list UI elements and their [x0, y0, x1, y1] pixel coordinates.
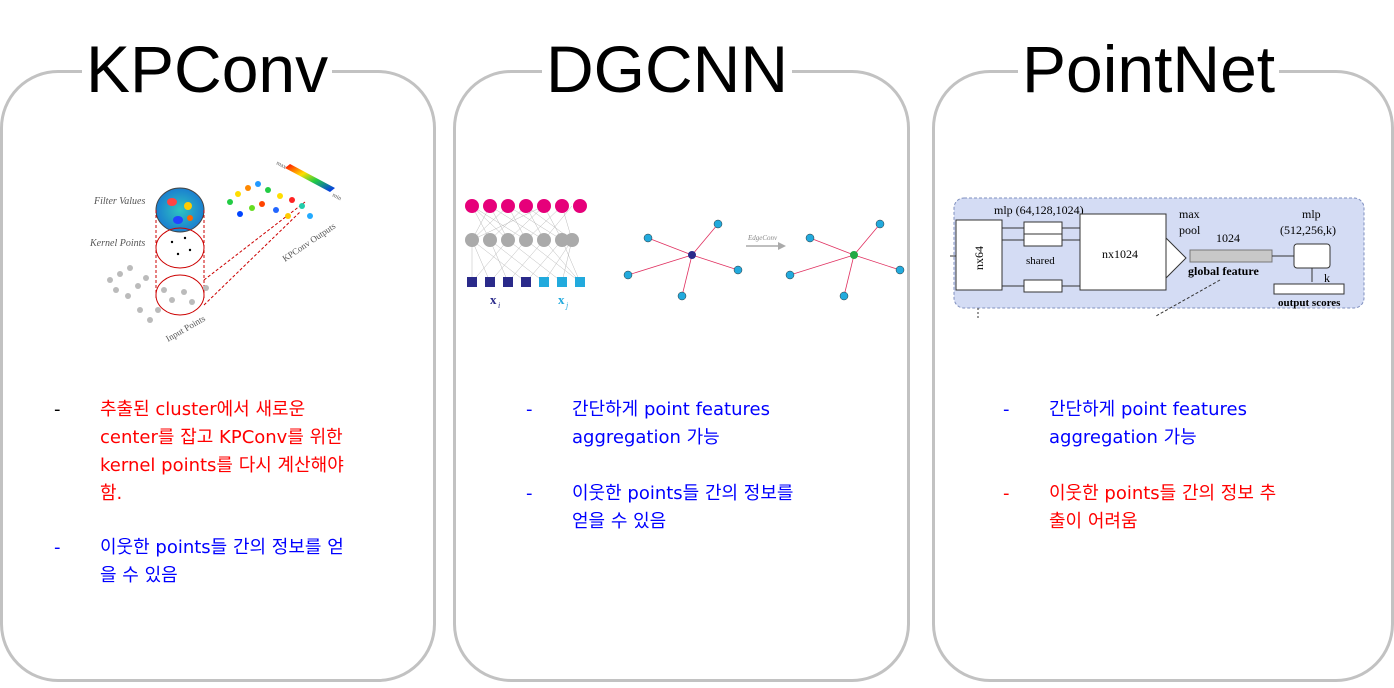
- input-points-label: Input Points: [164, 313, 207, 344]
- bullet-line: 함.: [100, 483, 123, 504]
- maxpool-pool-label: pool: [1179, 223, 1201, 237]
- pointnet-bullet-2: - 이웃한 points들 간의 정보 추 출이 어려움: [1003, 480, 1363, 536]
- output-scores-label: output scores: [1278, 297, 1341, 309]
- bullet-dash: -: [526, 399, 533, 420]
- bullet-line: 이웃한 points들 간의 정보를: [572, 483, 794, 504]
- bullet-line: aggregation 가능: [1049, 427, 1197, 448]
- dgcnn-bullet-1: - 간단하게 point features aggregation 가능: [526, 396, 886, 452]
- mlp2-dims-label: (512,256,k): [1280, 223, 1336, 237]
- kpconv-max-label: max: [275, 160, 287, 170]
- pointnet-panel: [932, 70, 1394, 682]
- bullet-line: 을 수 있음: [100, 565, 178, 586]
- bullet-dash: -: [54, 399, 61, 420]
- bullet-line: 간단하게 point features: [1049, 399, 1247, 420]
- bullet-text: 간단하게 point features aggregation 가능: [1049, 396, 1247, 452]
- bullet-line: 이웃한 points들 간의 정보를 얻: [100, 537, 344, 558]
- dgcnn-figure: x i x j EdgeConv: [465, 199, 905, 310]
- nx64-label: nx64: [972, 246, 986, 270]
- pointnet-title: PointNet: [1018, 30, 1280, 108]
- dgcnn-title: DGCNN: [542, 30, 792, 108]
- bullet-dash: -: [1003, 483, 1010, 504]
- kpconv-title: KPConv: [82, 30, 333, 108]
- kpconv-min-label: min: [331, 192, 342, 202]
- mlp2-label: mlp: [1302, 207, 1321, 221]
- bullet-line: 얻을 수 있음: [572, 511, 667, 532]
- bullet-line: 출이 어려움: [1049, 511, 1138, 532]
- kpconv-panel: [0, 70, 436, 682]
- maxpool-max-label: max: [1179, 207, 1200, 221]
- bullet-text: 이웃한 points들 간의 정보를 얻 을 수 있음: [100, 534, 344, 590]
- kpconv-outputs-label: KPConv Outputs: [281, 221, 338, 264]
- bullet-line: 이웃한 points들 간의 정보 추: [1049, 483, 1277, 504]
- bullet-text: 추출된 cluster에서 새로운 center를 잡고 KPConv를 위한 …: [100, 396, 344, 508]
- dgcnn-xj-sub: j: [565, 301, 569, 310]
- bullet-line: aggregation 가능: [572, 427, 720, 448]
- bullet-text: 이웃한 points들 간의 정보를 얻을 수 있음: [572, 480, 794, 536]
- kernel-points-label: Kernel Points: [89, 238, 145, 249]
- bullet-line: 간단하게 point features: [572, 399, 770, 420]
- kpconv-figure: max min Filter Values Kernel Points Inpu…: [89, 160, 342, 344]
- dgcnn-xi-sub: i: [498, 301, 500, 310]
- global-feature-label: global feature: [1188, 264, 1259, 278]
- dgcnn-panel: [453, 70, 910, 682]
- bullet-dash: -: [54, 537, 61, 558]
- kpconv-bullet-1: - 추출된 cluster에서 새로운 center를 잡고 KPConv를 위…: [54, 396, 414, 508]
- bullet-line: 추출된 cluster에서 새로운: [100, 399, 306, 420]
- bullet-dash: -: [1003, 399, 1010, 420]
- shared-label: shared: [1026, 255, 1055, 267]
- kpconv-bullet-2: - 이웃한 points들 간의 정보를 얻 을 수 있음: [54, 534, 414, 590]
- mlp1-label: mlp (64,128,1024): [994, 203, 1084, 217]
- bullet-dash: -: [526, 483, 533, 504]
- dgcnn-xi: x: [490, 292, 497, 307]
- pointnet-figure: nx64 mlp (64,128,1024) shared nx1024 max…: [950, 197, 1365, 320]
- bullet-line: center를 잡고 KPConv를 위한: [100, 427, 343, 448]
- global-dim-label: 1024: [1216, 231, 1240, 245]
- k-label: k: [1324, 271, 1330, 285]
- edgeconv-label: EdgeConv: [747, 234, 778, 242]
- dgcnn-xj: x: [558, 292, 565, 307]
- filter-values-label: Filter Values: [93, 196, 145, 207]
- bullet-text: 간단하게 point features aggregation 가능: [572, 396, 770, 452]
- nx1024-label: nx1024: [1102, 247, 1138, 261]
- bullet-text: 이웃한 points들 간의 정보 추 출이 어려움: [1049, 480, 1276, 536]
- bullet-line: kernel points를 다시 계산해야: [100, 455, 344, 476]
- dgcnn-bullet-2: - 이웃한 points들 간의 정보를 얻을 수 있음: [526, 480, 886, 536]
- pointnet-bullet-1: - 간단하게 point features aggregation 가능: [1003, 396, 1363, 452]
